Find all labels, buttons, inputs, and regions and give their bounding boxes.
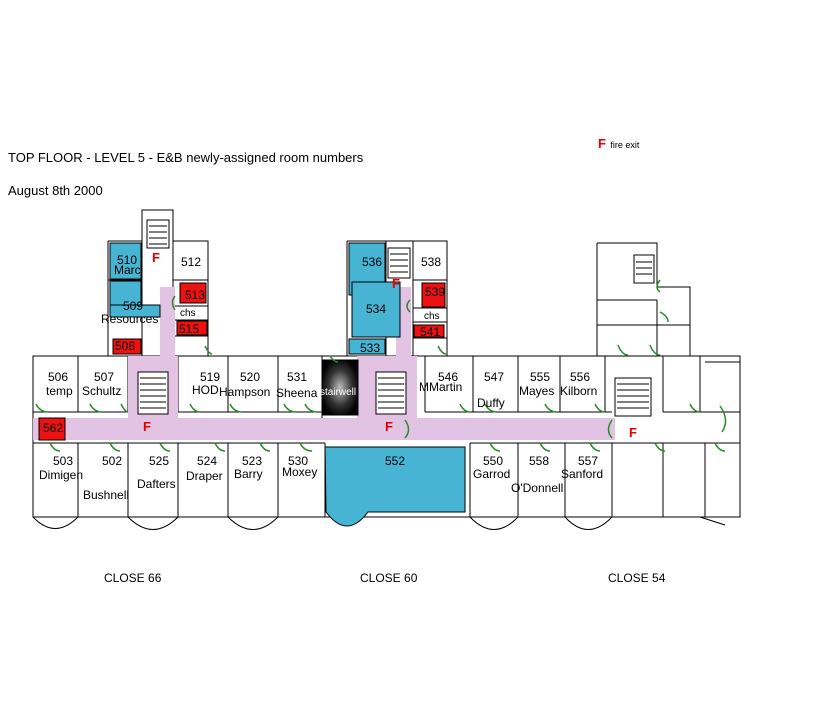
room-number: 558: [529, 454, 550, 468]
room-number: 530: [288, 454, 309, 468]
room-number: 515: [179, 322, 200, 336]
room-number: 524: [197, 454, 218, 468]
room-note: chs: [424, 311, 440, 322]
room-occupant: MMartin: [419, 380, 463, 394]
legend: F fire exit: [598, 135, 639, 153]
room-number: 546: [438, 370, 459, 384]
room-number: 523: [242, 454, 263, 468]
fire-exit-icon: F: [152, 250, 160, 265]
room-occupant: Duffy: [477, 396, 505, 410]
room-number: 539: [425, 285, 446, 299]
room-occupant: Dimigen: [39, 468, 84, 482]
room-occupant: Barry: [234, 467, 263, 481]
room-number: 556: [570, 370, 591, 384]
room-number: 520: [240, 370, 261, 384]
map-date: August 8th 2000: [8, 183, 103, 198]
room-number: 534: [366, 302, 387, 316]
room-occupant: Garrod: [473, 467, 511, 481]
room-occupant: O'Donnell: [511, 481, 564, 495]
stairwell-block: [321, 359, 359, 416]
room-occupant: Kilborn: [560, 384, 598, 398]
room-number: 547: [484, 370, 505, 384]
middle-tower-outline: [346, 240, 448, 356]
room-occupant: Resources: [101, 312, 159, 326]
room-number: 538: [421, 255, 442, 269]
close-label: CLOSE 54: [608, 571, 666, 585]
room-occupant: temp: [46, 384, 73, 398]
room-number: 555: [530, 370, 551, 384]
building-outline: [32, 355, 741, 518]
room-occupant: Sheena: [276, 386, 318, 400]
room-number: 562: [43, 421, 64, 435]
doors: [35, 279, 727, 452]
room-number: 552: [385, 454, 406, 468]
fire-exit-icon: F: [598, 136, 606, 151]
fire-exit-icon: F: [143, 419, 151, 434]
stairwell-label: stairwell: [320, 387, 357, 398]
room-number: 541: [420, 325, 441, 339]
room-occupant: Mayes: [519, 384, 555, 398]
room-number: 503: [53, 454, 74, 468]
room-occupant: Sanford: [561, 467, 604, 481]
room-number: 508: [115, 339, 136, 353]
room-number: 513: [185, 288, 206, 302]
room-occupant: Hampson: [219, 385, 271, 399]
room-occupant: Marc: [114, 263, 141, 277]
room-number: 536: [362, 255, 383, 269]
room-number: 507: [94, 370, 115, 384]
room-occupant: Schultz: [82, 384, 122, 398]
legend-label: fire exit: [610, 140, 640, 150]
room-number: 550: [483, 454, 504, 468]
room-number: 506: [48, 370, 69, 384]
red-rooms: [38, 282, 446, 441]
room-note: chs: [180, 308, 196, 319]
fire-exit-icon: F: [385, 419, 393, 434]
room-number: 510: [117, 253, 138, 267]
room-occupant: HOD: [192, 383, 219, 397]
close-label: CLOSE 66: [104, 571, 162, 585]
close-label: CLOSE 60: [360, 571, 418, 585]
room-occupant: Dafters: [137, 477, 176, 491]
room-occupant: Moxey: [282, 465, 318, 479]
fire-exit-icon: F: [392, 276, 400, 291]
map-title: TOP FLOOR - LEVEL 5 - E&B newly-assigned…: [8, 150, 364, 165]
room-number: 533: [360, 341, 381, 355]
room-number: 519: [200, 370, 221, 384]
room-number: 509: [123, 299, 144, 313]
room-number: 525: [149, 454, 170, 468]
room-number: 557: [578, 454, 599, 468]
room-number: 512: [181, 255, 202, 269]
room-number: 502: [102, 454, 123, 468]
stair-treads: [140, 225, 652, 409]
fire-exit-icon: F: [629, 425, 637, 440]
assigned-rooms: [109, 242, 466, 527]
room-number: 531: [287, 370, 308, 384]
room-occupant: Draper: [186, 469, 223, 483]
room-occupant: Bushnell: [83, 488, 130, 502]
